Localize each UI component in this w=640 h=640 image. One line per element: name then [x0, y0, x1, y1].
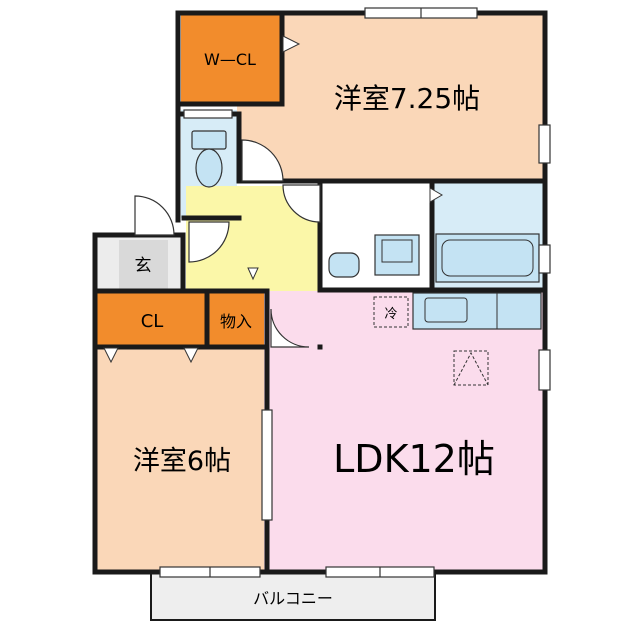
western-room-2 [97, 347, 267, 570]
storage-label: 物入 [220, 312, 252, 331]
entrance-label: 玄 [135, 256, 152, 276]
ldk-room [264, 291, 543, 570]
closet [97, 293, 207, 347]
balcony-label: バルコニー [253, 589, 333, 608]
walk-in-closet [181, 15, 280, 103]
window-room1-right [538, 124, 551, 164]
hall-door [188, 221, 230, 263]
balcony [150, 572, 436, 621]
western-room-2-label: 洋室6帖 [133, 446, 231, 477]
window-room2-side [261, 409, 273, 521]
toilet-door [241, 139, 284, 182]
window-bath [538, 244, 551, 274]
sink [328, 252, 360, 278]
ldk-label: LDK12帖 [333, 437, 495, 481]
storage [207, 293, 264, 347]
entrance-step [119, 240, 168, 290]
kitchen-sink [424, 297, 468, 323]
toilet-tank [191, 130, 227, 150]
washing-machine-inner [381, 239, 413, 263]
window-ldk-right [538, 349, 551, 391]
closet-door-marks [103, 35, 443, 364]
toilet-bowl [195, 148, 223, 188]
window-toilet [183, 109, 233, 119]
fridge-label: 冷 [384, 307, 397, 322]
closet-label: CL [141, 311, 164, 332]
ceiling-hatch-mark [453, 351, 489, 386]
doors [134, 139, 321, 348]
walk-in-closet-label: W—CL [204, 50, 256, 69]
washroom-door [282, 184, 321, 223]
fridge-space [373, 296, 409, 328]
western-room-1-label: 洋室7.25帖 [334, 82, 480, 115]
bathtub-inner [441, 239, 534, 277]
windows [159, 7, 551, 578]
ldk-door [270, 308, 310, 348]
entry-door [134, 195, 175, 236]
ceiling-hatch [453, 350, 489, 386]
